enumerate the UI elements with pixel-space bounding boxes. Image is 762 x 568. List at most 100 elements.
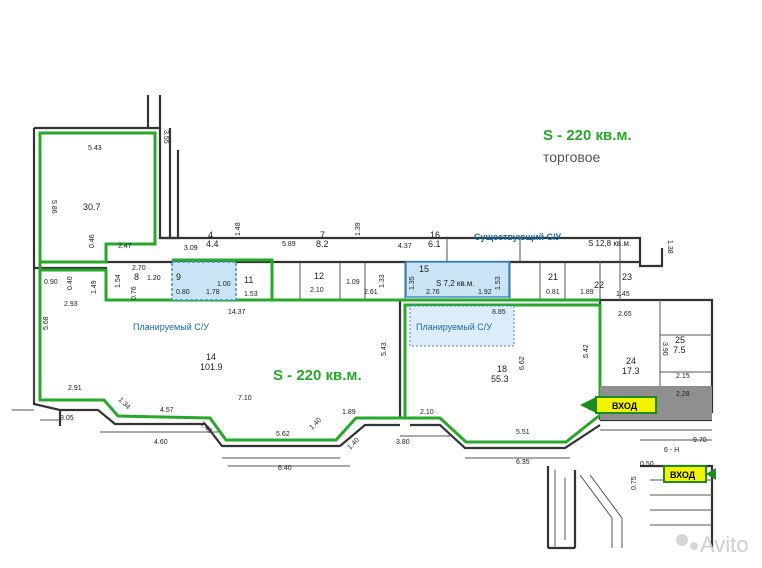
svg-text:6 - H: 6 - H [664,447,679,454]
planned-wc-left-zone [171,261,237,301]
svg-text:2.10: 2.10 [420,409,434,416]
total-area-header: S - 220 кв.м. [543,127,632,144]
svg-text:3.09: 3.09 [184,245,198,252]
svg-text:1.33: 1.33 [379,274,386,288]
svg-text:8: 8 [134,272,139,282]
svg-text:0.80: 0.80 [176,289,190,296]
svg-text:14.37: 14.37 [228,309,246,316]
svg-text:3.05: 3.05 [60,415,74,422]
svg-text:9.70: 9.70 [693,437,707,444]
svg-text:101.9: 101.9 [200,362,223,372]
svg-text:2.47: 2.47 [118,243,132,250]
svg-text:14: 14 [206,352,216,362]
room-labels: 30.7 14 101.9 18 55.3 24 17.3 25 7.5 7 8… [83,202,686,384]
svg-text:1.53: 1.53 [495,276,502,290]
svg-text:1.38: 1.38 [666,240,673,254]
svg-text:Avito: Avito [700,532,749,557]
svg-text:1.00: 1.00 [217,281,231,288]
svg-text:7.10: 7.10 [238,395,252,402]
svg-text:22: 22 [594,280,604,290]
svg-text:5.62: 5.62 [276,431,290,438]
svg-text:1.89: 1.89 [342,409,356,416]
svg-text:4.57: 4.57 [160,407,174,414]
planned-wc-left-label: Планируемый С/У [133,322,209,332]
planned-wc-right-label: Планируемый С/У [416,322,492,332]
svg-text:24: 24 [626,356,636,366]
entrance-arrow-icon [706,468,716,480]
svg-text:15: 15 [419,264,429,274]
svg-text:0.46: 0.46 [89,234,96,248]
existing-wc-zone [405,261,510,298]
svg-text:6.62: 6.62 [519,356,526,370]
avito-logo-icon [676,534,688,546]
main-entrance: ВХОД [580,396,657,414]
svg-text:5.42: 5.42 [583,344,590,358]
svg-text:2.28: 2.28 [676,391,690,398]
svg-text:1.53: 1.53 [244,291,258,298]
planned-wc-right-zone [409,305,515,347]
svg-text:2.61: 2.61 [364,289,378,296]
svg-text:5.86: 5.86 [50,200,57,214]
svg-text:1.40: 1.40 [308,417,323,432]
svg-text:7: 7 [320,230,325,240]
svg-text:8.85: 8.85 [492,309,506,316]
svg-text:23: 23 [622,272,632,282]
existing-wc-label: Существующий С/У [474,232,562,242]
svg-text:5.68: 5.68 [43,316,50,330]
svg-text:9: 9 [176,272,181,282]
premises-outline [38,131,605,444]
inner-partitions [12,238,712,548]
svg-text:0.50: 0.50 [640,461,654,468]
svg-text:18: 18 [497,364,507,374]
svg-text:25: 25 [675,335,685,345]
svg-text:1.20: 1.20 [147,275,161,282]
svg-text:2.76: 2.76 [426,289,440,296]
main-entrance-label: ВХОД [612,401,638,411]
svg-text:5.51: 5.51 [516,429,530,436]
svg-text:3.80: 3.80 [396,439,410,446]
svg-text:2.65: 2.65 [618,311,632,318]
svg-text:11: 11 [244,275,253,285]
svg-text:3.90: 3.90 [661,342,668,356]
svg-text:6.35: 6.35 [516,459,530,466]
svg-text:1.35: 1.35 [409,276,416,290]
svg-text:21: 21 [548,272,558,282]
svg-text:16: 16 [430,230,440,240]
watermark: Avito [676,532,749,557]
svg-text:4: 4 [208,230,213,240]
svg-text:5.89: 5.89 [282,241,296,248]
svg-text:1.49: 1.49 [91,280,98,294]
svg-text:0.81: 0.81 [546,289,560,296]
svg-text:0.90: 0.90 [44,279,58,286]
svg-text:6.40: 6.40 [278,465,292,472]
svg-text:1.92: 1.92 [478,289,492,296]
side-entrance: ВХОД [663,465,716,483]
svg-text:1.45: 1.45 [616,291,630,298]
svg-text:1.39: 1.39 [355,222,362,236]
dimension-labels: 5.43 5.86 3.55 2.47 0.46 3.09 1.48 5.89 … [43,130,707,490]
svg-text:2.15: 2.15 [676,373,690,380]
existing-wc-area: S 7,2 кв.м. [436,279,475,288]
svg-text:8.2: 8.2 [316,239,329,249]
svg-text:0.40: 0.40 [67,276,74,290]
svg-text:2.10: 2.10 [310,287,324,294]
svg-text:55.3: 55.3 [491,374,509,384]
svg-text:5.43: 5.43 [381,342,388,356]
svg-text:3.55: 3.55 [162,130,169,144]
svg-text:2.70: 2.70 [132,265,146,272]
svg-text:2.93: 2.93 [64,301,78,308]
svg-text:0.75: 0.75 [631,476,638,490]
usage-label: торговое [543,149,600,165]
svg-text:4.4: 4.4 [206,239,219,249]
svg-text:17.3: 17.3 [622,366,640,376]
svg-text:1.34: 1.34 [117,396,132,411]
svg-text:1.78: 1.78 [206,289,220,296]
main-area-label: S - 220 кв.м. [273,367,362,384]
svg-text:6.1: 6.1 [428,239,441,249]
svg-text:7.5: 7.5 [673,345,686,355]
svg-text:1.89: 1.89 [580,289,594,296]
svg-text:2.91: 2.91 [68,385,82,392]
side-area-label: S 12,8 кв.м. [588,239,631,248]
svg-text:0.76: 0.76 [131,286,138,300]
